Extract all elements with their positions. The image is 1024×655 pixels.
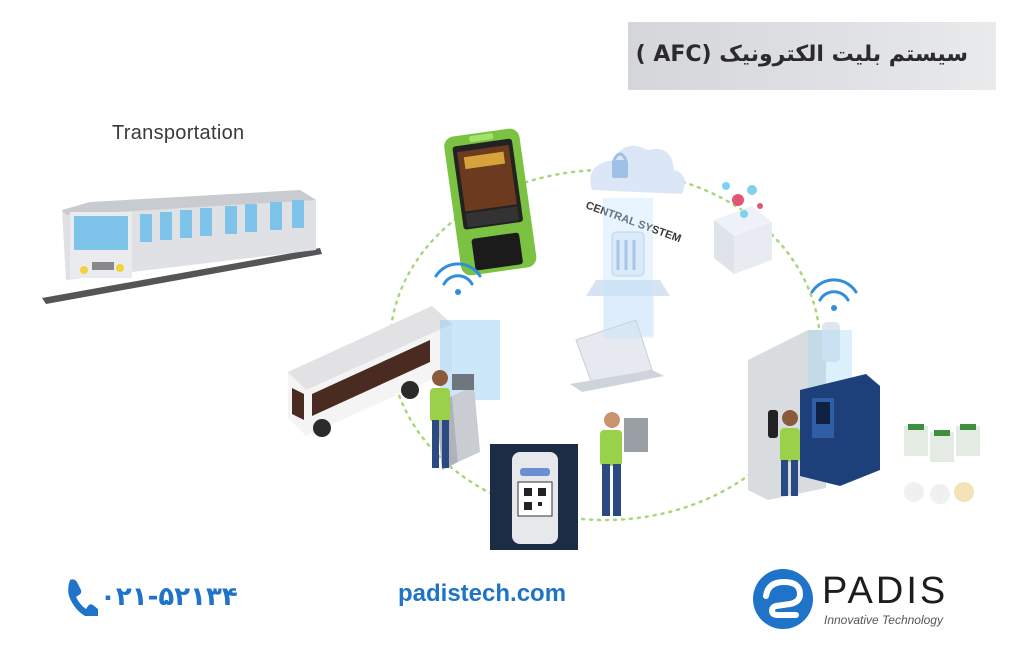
brand-tagline: Innovative Technology <box>824 613 943 627</box>
central-system: CENTRAL SYSTEM <box>570 145 685 392</box>
data-box-illustration <box>714 182 772 274</box>
ticket-machine <box>800 374 880 486</box>
brand-name: PADIS <box>822 570 949 612</box>
phone-number[interactable]: ۰۲۱-۵۲۱۳۴ <box>100 582 238 612</box>
cash-stacks <box>904 424 980 504</box>
lock-cloud-icon <box>612 160 628 178</box>
wifi-icon <box>434 262 858 311</box>
transportation-label: Transportation <box>112 122 245 144</box>
qr-phone-photo <box>490 444 578 550</box>
train-illustration <box>42 190 322 304</box>
person-left <box>430 370 450 468</box>
header-banner: سیستم بلیت الکترونیک (AFC ) <box>628 22 996 90</box>
website-link[interactable]: padistech.com <box>398 580 567 607</box>
padis-logo-icon <box>753 569 813 629</box>
phone-icon <box>68 579 98 616</box>
person-right <box>780 410 800 496</box>
afc-illustration: CENTRAL SYSTEM <box>42 128 980 550</box>
validator-device <box>444 128 537 276</box>
person-middle <box>600 412 648 516</box>
ticket-kiosk <box>436 374 480 470</box>
page-title: سیستم بلیت الکترونیک (AFC ) <box>635 42 968 67</box>
